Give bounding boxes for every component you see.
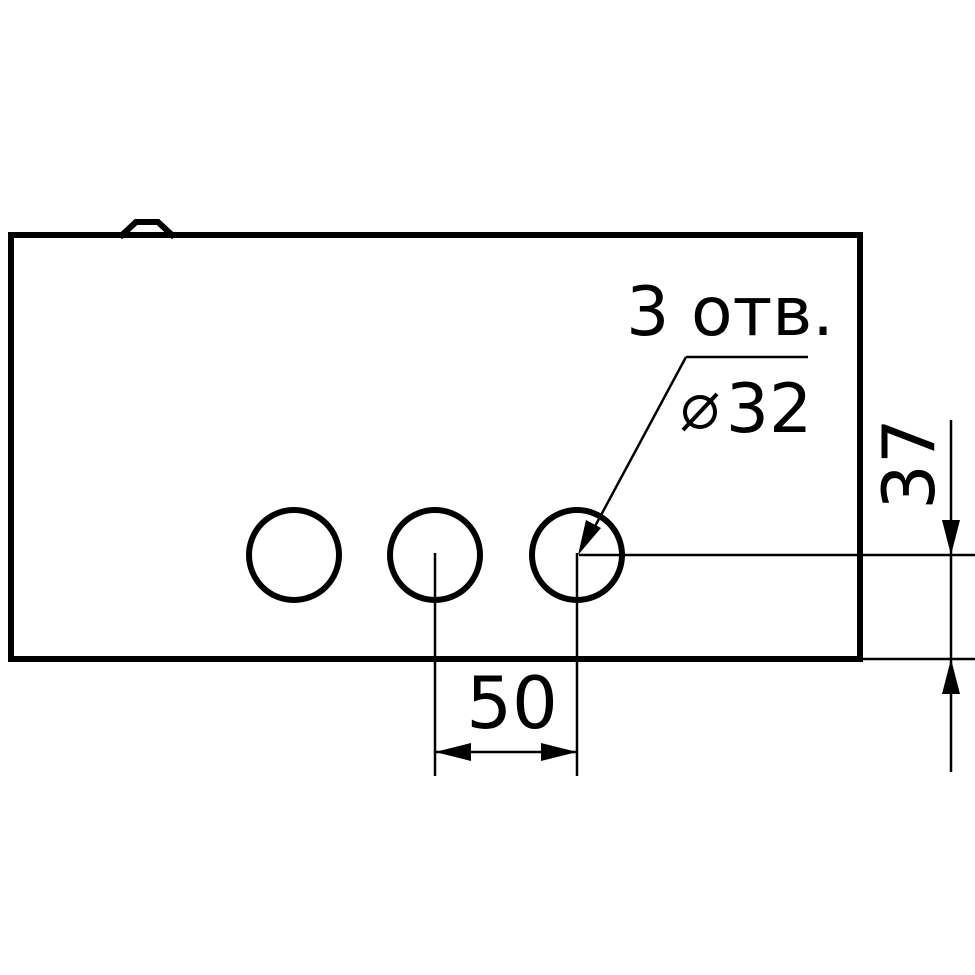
diameter-icon (681, 392, 719, 432)
arrowhead-spacing-right (541, 743, 577, 761)
arrowhead-height-bottom (942, 659, 960, 694)
diameter-note: 32 (681, 370, 813, 449)
hole-count-note: 3 отв. (626, 273, 834, 352)
diameter-value: 32 (726, 370, 813, 449)
dimension-text-spacing: 50 (466, 661, 558, 745)
arrowhead-spacing-left (435, 743, 471, 761)
leader-arrowhead (578, 520, 601, 555)
arrowhead-height-top (942, 520, 960, 555)
hole-1 (246, 507, 342, 603)
dimension-text-height: 37 (867, 418, 951, 510)
leader-line (591, 356, 688, 531)
top-tab (117, 219, 177, 240)
